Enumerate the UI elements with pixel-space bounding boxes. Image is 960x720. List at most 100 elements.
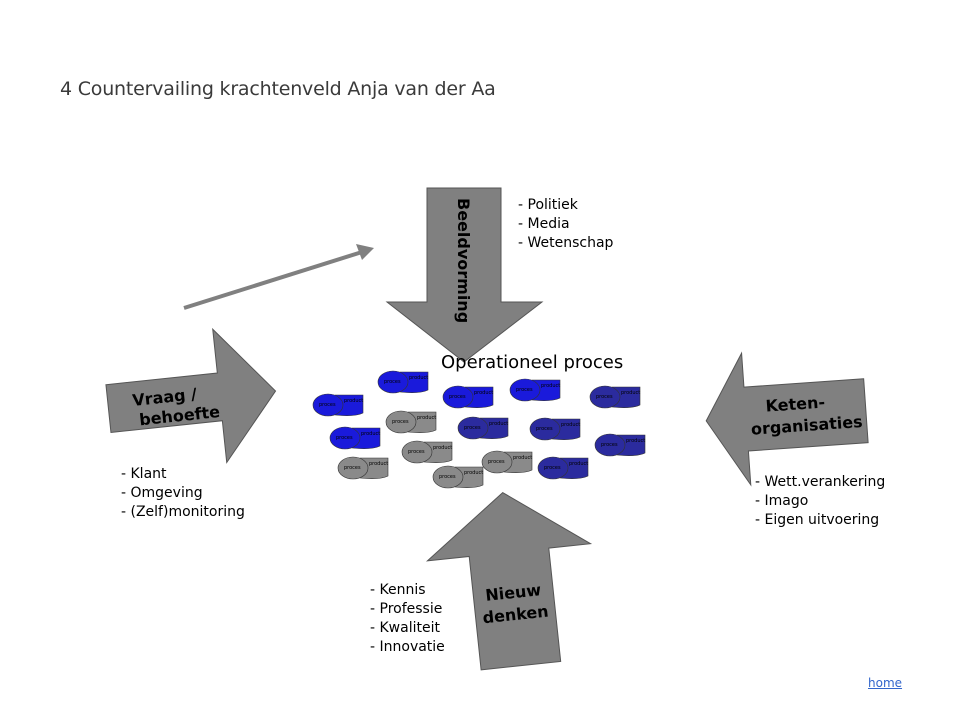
product-shape <box>399 371 429 393</box>
process-product-chip: proces product <box>509 378 561 402</box>
process-shape <box>432 465 464 489</box>
process-product-chip: proces product <box>377 370 429 394</box>
chip-left-text: proces <box>544 465 561 471</box>
chip-left-text: proces <box>336 435 353 441</box>
chip-right-text: product <box>541 383 560 389</box>
product-shape <box>503 451 533 473</box>
home-link[interactable]: home <box>868 676 903 690</box>
chip-left-text: proces <box>601 442 618 448</box>
process-product-chip: proces product <box>589 385 641 409</box>
process-shape <box>377 370 409 394</box>
chip-right-text: product <box>344 398 363 404</box>
process-chips: procesproductprocesproductprocesproductp… <box>312 370 646 489</box>
chip-left-text: proces <box>536 426 553 432</box>
product-shape <box>551 418 581 440</box>
chip-left-text: proces <box>596 394 613 400</box>
chip-right-text: product <box>361 431 380 437</box>
chip-right-text: product <box>417 415 436 421</box>
chip-left-text: proces <box>384 379 401 385</box>
list-item: - Kennis <box>370 582 426 598</box>
chip-right-text: product <box>369 461 388 467</box>
chip-right-text: product <box>561 422 580 428</box>
process-shape <box>529 417 561 441</box>
process-product-chip: proces product <box>337 456 389 480</box>
product-shape <box>359 457 389 479</box>
chip-right-text: product <box>569 461 588 467</box>
list-item: - Imago <box>755 493 809 509</box>
process-shape <box>337 456 369 480</box>
list-item: - Politiek <box>518 197 578 213</box>
product-shape <box>611 386 641 408</box>
process-product-chip: proces product <box>329 426 381 450</box>
nieuw-denken-arrow: Nieuw denken <box>425 491 593 671</box>
chip-left-text: proces <box>408 449 425 455</box>
chip-left-text: proces <box>449 394 466 400</box>
list-item: - Kwaliteit <box>370 620 440 636</box>
process-shape <box>385 410 417 434</box>
beeldvorming-arrow: Beeldvorming <box>385 187 544 363</box>
product-shape <box>407 411 437 433</box>
product-shape <box>334 394 364 416</box>
chip-left-text: proces <box>319 402 336 408</box>
chip-right-text: product <box>621 390 640 396</box>
page-title: 4 Countervailing krachtenveld Anja van d… <box>60 78 496 100</box>
product-shape <box>454 466 484 488</box>
list-item: - Professie <box>370 601 443 617</box>
process-product-chip: proces product <box>481 450 533 474</box>
list-item: - (Zelf)monitoring <box>121 504 245 520</box>
keten-label-line1: Keten- <box>765 393 826 416</box>
product-shape <box>559 457 589 479</box>
chip-right-text: product <box>626 438 645 444</box>
chip-right-text: product <box>474 390 493 396</box>
chip-left-text: proces <box>392 419 409 425</box>
chip-left-text: proces <box>464 425 481 431</box>
beeldvorming-items: - Politiek - Media - Wetenschap <box>518 196 613 253</box>
process-shape <box>442 385 474 409</box>
product-shape <box>616 434 646 456</box>
chip-right-text: product <box>464 470 483 476</box>
product-shape <box>464 386 494 408</box>
vraag-behoefte-items: - Klant - Omgeving - (Zelf)monitoring <box>121 465 245 522</box>
process-product-chip: proces product <box>401 440 453 464</box>
beeldvorming-label: Beeldvorming <box>454 198 473 323</box>
product-shape <box>479 417 509 439</box>
operationeel-proces-label: Operationeel proces <box>441 352 624 373</box>
trend-arrow <box>183 244 374 310</box>
chip-right-text: product <box>513 455 532 461</box>
process-shape <box>589 385 621 409</box>
process-product-chip: proces product <box>385 410 437 434</box>
keten-organisaties-items: - Wett.verankering - Imago - Eigen uitvo… <box>755 473 885 530</box>
process-shape <box>329 426 361 450</box>
product-shape <box>351 427 381 449</box>
chip-left-text: proces <box>344 465 361 471</box>
chip-left-text: proces <box>439 474 456 480</box>
list-item: - Wetenschap <box>518 235 614 251</box>
chip-left-text: proces <box>516 387 533 393</box>
list-item: - Omgeving <box>121 485 203 501</box>
process-product-chip: proces product <box>312 393 364 417</box>
process-product-chip: proces product <box>537 456 589 480</box>
process-shape <box>312 393 344 417</box>
process-shape <box>509 378 541 402</box>
product-shape <box>531 379 561 401</box>
process-product-chip: proces product <box>432 465 484 489</box>
process-product-chip: proces product <box>457 416 509 440</box>
process-product-chip: proces product <box>594 433 646 457</box>
list-item: - Media <box>518 216 570 232</box>
list-item: - Wett.verankering <box>755 474 886 490</box>
process-shape <box>481 450 513 474</box>
list-item: - Innovatie <box>370 639 445 655</box>
chip-right-text: product <box>489 421 508 427</box>
chip-right-text: product <box>433 445 452 451</box>
process-shape <box>401 440 433 464</box>
list-item: - Eigen uitvoering <box>755 512 880 528</box>
process-product-chip: proces product <box>442 385 494 409</box>
nieuw-denken-items: - Kennis - Professie - Kwaliteit - Innov… <box>370 581 445 657</box>
chip-right-text: product <box>409 375 428 381</box>
vraag-behoefte-arrow: Vraag / behoefte <box>105 327 277 464</box>
chip-left-text: proces <box>488 459 505 465</box>
keten-organisaties-arrow: Keten- organisaties <box>705 351 869 487</box>
process-shape <box>537 456 569 480</box>
list-item: - Klant <box>121 466 167 482</box>
